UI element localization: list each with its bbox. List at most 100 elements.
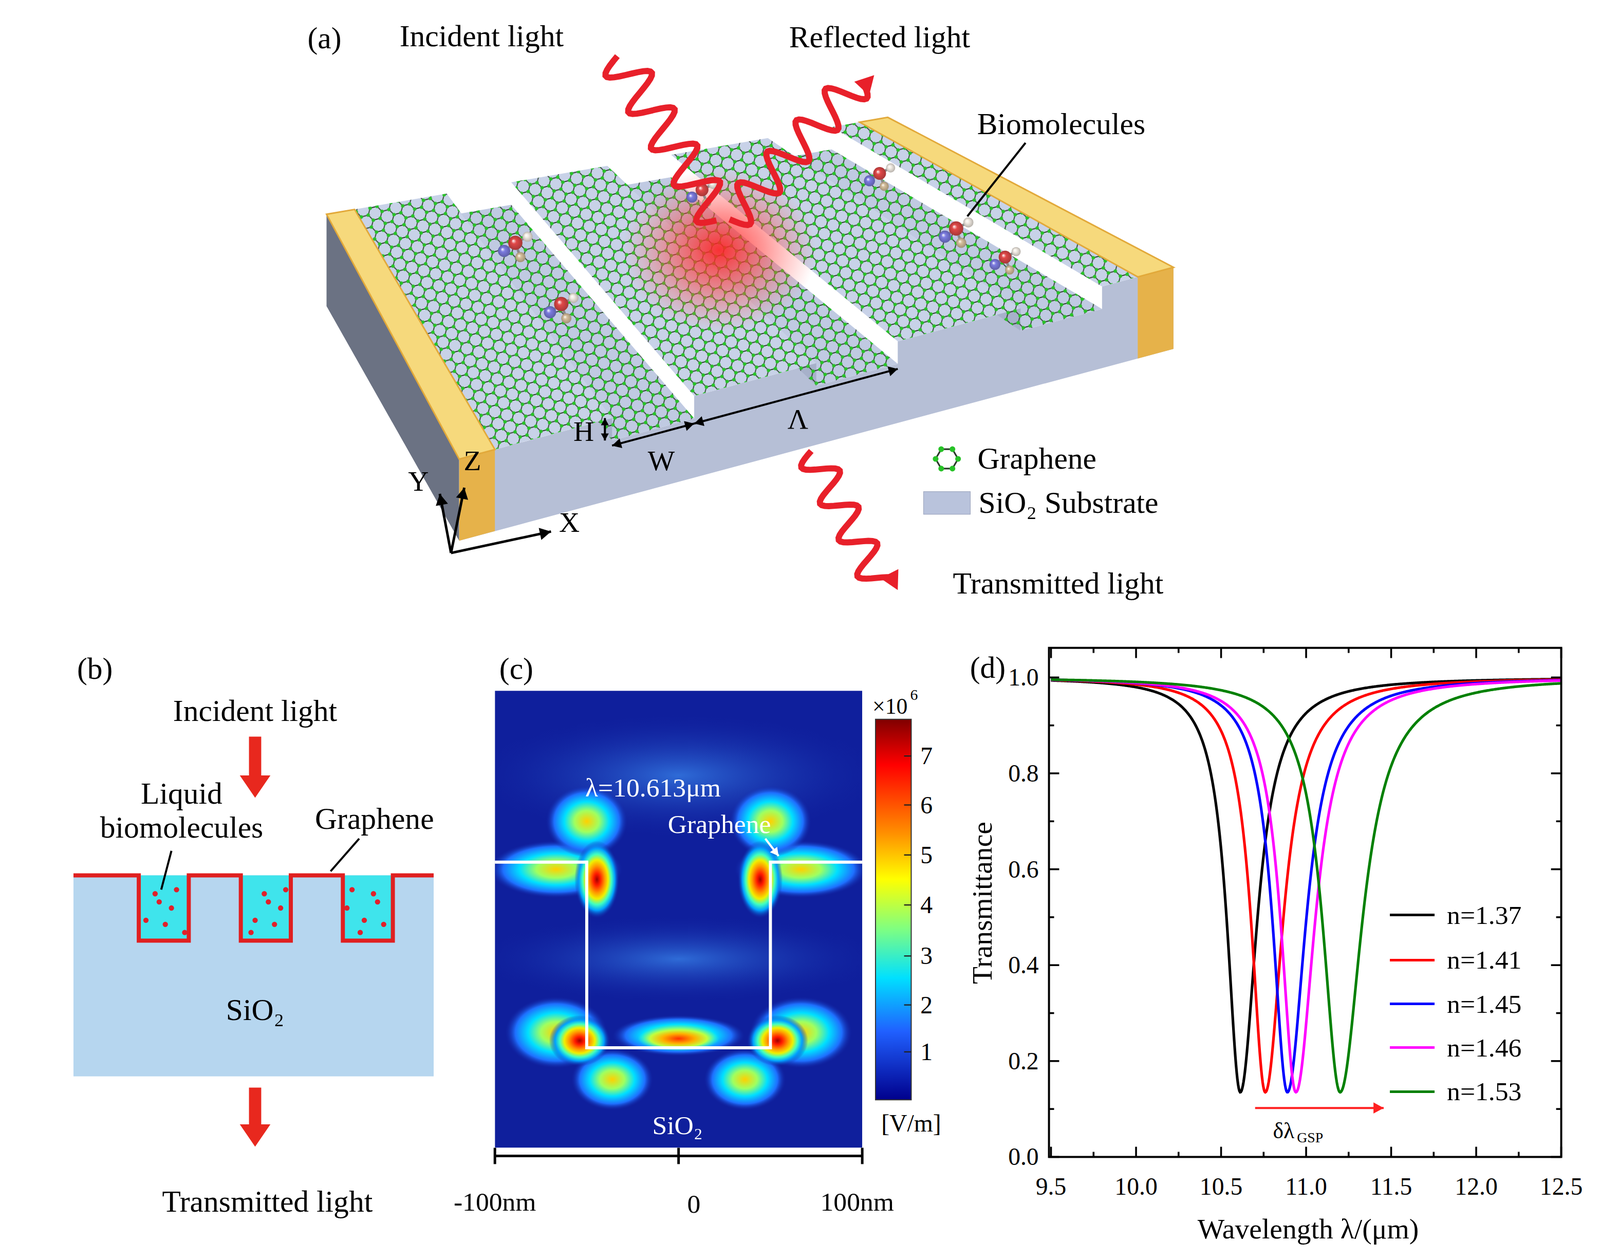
x-tick: [1347, 1151, 1350, 1158]
biomolecule-dot: [271, 921, 277, 927]
legend-text: n=1.45: [1446, 989, 1522, 1019]
axis-label: Z: [463, 445, 482, 477]
colorbar-tick-label: 5: [920, 841, 933, 869]
scale-label: 0: [687, 1188, 701, 1219]
colorbar-tick-label: 7: [920, 742, 933, 770]
biomolecule-dot: [152, 890, 158, 897]
y-tick: [1049, 676, 1060, 679]
y-tick: [1049, 1107, 1055, 1110]
x-tick: [1560, 1146, 1563, 1158]
transmitted-wave: [801, 451, 891, 580]
panel-b-illustration: [73, 736, 434, 1147]
colorbar-tick: [904, 1051, 912, 1053]
legend-text: n=1.53: [1446, 1076, 1522, 1107]
x-tick: [1092, 1151, 1095, 1158]
liquid-fill: [342, 875, 393, 941]
molecule-atom: [963, 217, 974, 228]
colorbar-tick: [904, 854, 912, 856]
biomolecule: [497, 231, 533, 263]
colorbar-multiplier: ×10: [872, 693, 908, 719]
dimension-arrow-head: [683, 420, 695, 431]
y-tick: [1049, 916, 1055, 919]
colorbar: [875, 719, 912, 1101]
dimension-label: W: [647, 445, 675, 477]
axis-arrow: [451, 531, 552, 553]
molecule-atom: [686, 191, 698, 203]
carbon-atom: [938, 446, 944, 453]
transmitted-arrow: [239, 1087, 271, 1147]
y-tick-label: 0.0: [1008, 1143, 1039, 1170]
biomolecule: [544, 292, 580, 324]
x-tick-label: 12.5: [1539, 1173, 1583, 1200]
legend-line: [1389, 1090, 1435, 1093]
biomolecule-dot: [349, 886, 355, 892]
colorbar-unit: [V/m]: [881, 1109, 941, 1137]
reflected-wave: [729, 85, 868, 226]
y-tick-label: 0.8: [1008, 759, 1039, 787]
y-tick-label: 1.0: [1008, 663, 1039, 691]
x-tick: [1390, 647, 1393, 659]
shift-arrow: [1255, 1106, 1384, 1109]
molecule-atom: [956, 237, 967, 249]
incident-wave: [605, 56, 720, 223]
dimension-arrow: [611, 423, 695, 446]
legend-curve: n=1.37: [1389, 900, 1522, 930]
x-tick-label: 11.0: [1285, 1173, 1328, 1200]
dimension-arrow-head: [694, 416, 705, 426]
colorbar-tick-label: 3: [920, 942, 933, 970]
dimension-label: H: [573, 415, 594, 448]
wavelength-label: λ=10.613μm: [585, 772, 721, 803]
biomolecule-dot: [261, 890, 267, 897]
x-tick: [1177, 647, 1180, 654]
grating-ridge: [511, 165, 817, 397]
x-tick: [1390, 1146, 1393, 1158]
y-tick: [1556, 724, 1562, 727]
x-tick: [1305, 1146, 1308, 1158]
x-tick-label: 10.0: [1114, 1173, 1158, 1200]
legend-line: [1389, 1002, 1435, 1006]
x-tick: [1092, 647, 1095, 654]
colorbar-tick: [904, 955, 912, 957]
transmittance-curve: [1051, 679, 1562, 1092]
grating-ridge: [831, 122, 1139, 287]
legend-swatch: [1389, 955, 1435, 964]
legend-line: [1389, 958, 1435, 962]
field-hotspot: [494, 916, 863, 1002]
graphene-profile: [494, 862, 863, 1048]
biomolecule-dot: [162, 921, 169, 927]
dimension-arrow-head: [601, 433, 609, 441]
beam-label: Incident light: [173, 694, 338, 729]
biomolecule-dot: [173, 886, 179, 892]
x-tick: [1262, 647, 1265, 654]
x-tick: [1050, 1146, 1053, 1158]
molecule-atom: [879, 181, 889, 192]
light-spot: [622, 168, 816, 332]
field-map: [494, 690, 863, 1148]
x-tick: [1305, 647, 1308, 659]
carbon-atom: [933, 456, 939, 462]
molecule-atom: [522, 231, 533, 243]
colorbar-tick: [904, 1003, 912, 1006]
axis-title: Transmittance: [966, 821, 999, 984]
wave-arrowhead: [854, 75, 875, 96]
biomolecule-dot: [361, 917, 367, 923]
molecule-atom: [938, 230, 952, 244]
pointer-arrow-head: [770, 846, 779, 857]
beam-label: Incident light: [399, 20, 564, 54]
scale-tick: [861, 1147, 864, 1165]
biomolecule-dot: [156, 899, 162, 905]
legend-text: SiO₂ Substrate: [978, 486, 1159, 520]
x-tick: [1135, 1146, 1138, 1158]
dimension-arrow-head: [611, 438, 623, 449]
material-label: SiO₂: [652, 1110, 703, 1141]
biomolecule-dot: [370, 890, 377, 897]
liquid-fill: [240, 875, 291, 941]
y-tick: [1049, 820, 1055, 823]
x-tick: [1475, 647, 1478, 659]
molecule-atom: [1011, 247, 1021, 257]
carbon-atom: [938, 466, 944, 472]
field-hotspot: [612, 1014, 746, 1056]
colorbar-exponent: 6: [909, 686, 918, 704]
molecule-atom: [872, 166, 886, 180]
